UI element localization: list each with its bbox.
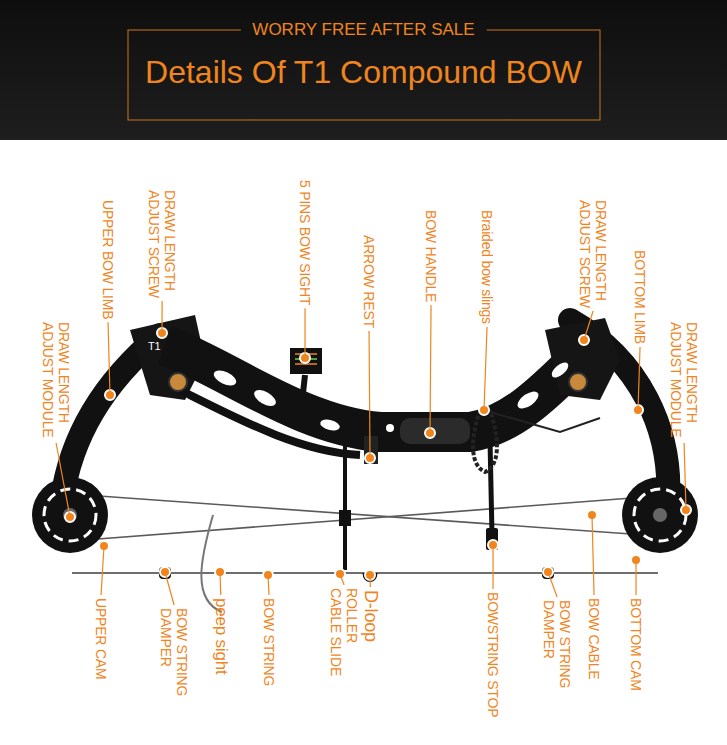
header-tagline: WORRY FREE AFTER SALE [240,20,486,40]
leader-line [165,572,174,605]
part-label: UPPER BOW LIMB [100,200,116,319]
header-band [0,0,727,140]
leader-lines [56,301,686,605]
part-label: DRAW LENGTH ADJUST MODULE [668,322,700,440]
part-label: DRAW LENGTH ADJUST MODULE [40,322,72,440]
page-title: Details Of T1 Compound BOW [145,54,582,91]
part-label: BOTTOM LIMB [632,250,648,344]
leader-line [268,575,269,595]
leader-line [684,443,686,510]
leader-line [369,575,371,587]
leader-line [101,546,104,595]
leader-line [430,305,431,433]
leader-line [635,560,636,595]
part-label: BOW CABLE [586,598,602,679]
leader-line [304,308,305,358]
leader-line [492,545,493,589]
part-label: BOW HANDLE [423,210,439,302]
leader-line [592,515,594,595]
part-label: T1 [148,340,160,353]
bow-body [32,315,698,612]
part-label: DRAW LENGTH ADJUST SCREW [577,200,609,308]
header-frame [128,30,600,120]
callout-dots [65,328,691,580]
leader-line [484,327,487,410]
leader-line [161,301,162,333]
part-label: 5 PINS BOW SIGHT [297,180,313,305]
leader-line [108,322,110,395]
leader-line [584,311,593,340]
part-label: BOW STRING [261,598,277,686]
leader-line [638,347,640,410]
part-label: BOW STRING DAMPER [158,608,190,713]
part-label: BOTTOM CAM [628,598,644,691]
leader-line [340,574,344,585]
part-label: DRAW LENGTH ADJUST SCREW [146,190,178,298]
part-label: ARROW REST [361,235,377,328]
leader-line [548,572,557,597]
part-label: UPPER CAM [93,598,109,679]
part-label: BOW STRING DAMPER [541,600,573,705]
leader-line [368,331,370,458]
part-label: ROLLER CABLE SLIDE [328,588,360,688]
part-label: D-loop [360,590,381,642]
leader-line [219,572,221,595]
leader-line [56,443,70,517]
part-label: BOWSTRING STOP [485,592,501,717]
part-label: peep sight [211,598,231,674]
part-label: Braided bow slings [479,210,495,324]
